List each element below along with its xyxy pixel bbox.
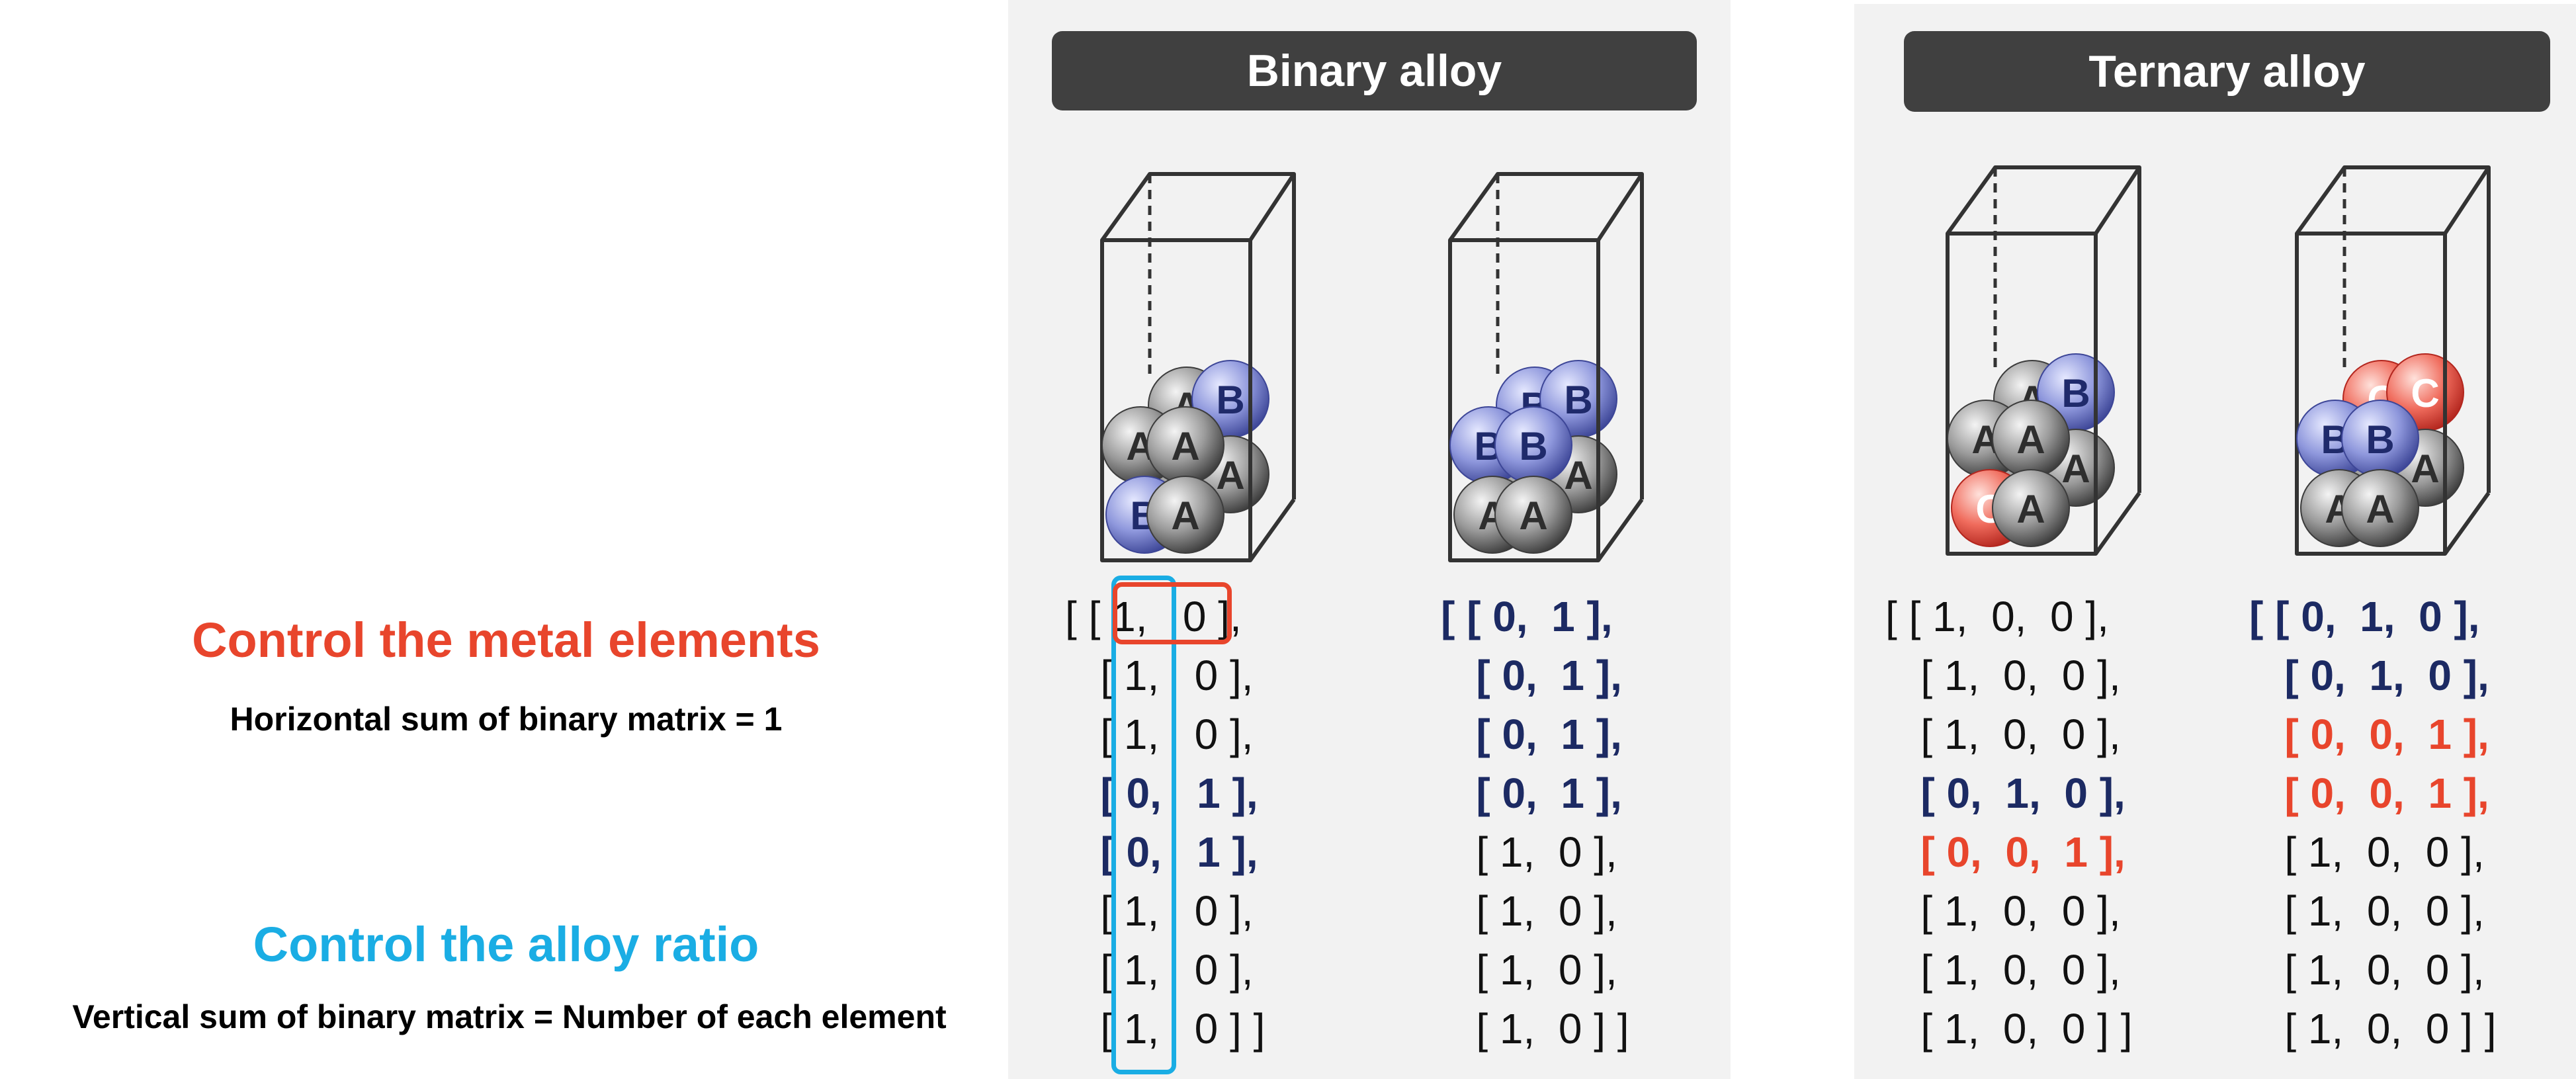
binary-matrix-1: [ [ 1, 0 ], [ 1, 0 ], [ 1, 0 ], [ 0, 1 ]… <box>1065 587 1265 1058</box>
atom-b: B <box>1494 406 1572 484</box>
matrix-row: [ 1, 0, 0 ], <box>1885 887 2121 935</box>
matrix-row: [ 0, 1 ], <box>1065 828 1258 876</box>
metal-elements-highlight-box <box>1113 582 1232 644</box>
alloy-ratio-highlight-box <box>1111 576 1176 1074</box>
atom-label: A <box>1519 494 1547 538</box>
metal-elements-subtitle: Horizontal sum of binary matrix = 1 <box>230 701 783 738</box>
binary-matrix-2: [ [ 0, 1 ], [ 0, 1 ], [ 0, 1 ], [ 0, 1 ]… <box>1441 587 1629 1058</box>
metal-elements-title: Control the metal elements <box>192 613 820 668</box>
matrix-row: [ 0, 1, 0 ], <box>1885 769 2125 817</box>
matrix-row: [ 1, 0, 0 ] ] <box>2249 1005 2497 1053</box>
atom-a: A <box>1494 476 1572 554</box>
atom-label: A <box>2016 417 2045 462</box>
atom-label: A <box>2366 487 2394 531</box>
ternary-cell-2: CCAABBAA <box>2295 165 2491 556</box>
matrix-row: [ [ 0, 1 ], <box>1441 593 1613 640</box>
atom-a: A <box>2341 469 2419 547</box>
matrix-row: [ 1, 0, 0 ], <box>1885 652 2121 699</box>
matrix-row: [ 1, 0 ] ] <box>1441 1005 1629 1053</box>
ternary-matrix-2: [ [ 0, 1, 0 ], [ 0, 1, 0 ], [ 0, 0, 1 ],… <box>2249 587 2497 1058</box>
matrix-row: [ 1, 0, 0 ], <box>1885 946 2121 994</box>
matrix-row: [ 1, 0, 0 ], <box>2249 887 2485 935</box>
matrix-row: [ 1, 0 ], <box>1441 828 1617 876</box>
atom-label: A <box>1171 494 1199 538</box>
matrix-row: [ 1, 0 ], <box>1065 946 1254 994</box>
atom-a: A <box>1992 400 2070 478</box>
atom-label: B <box>1564 378 1592 422</box>
atom-b: B <box>2341 400 2419 478</box>
atom-a: A <box>1992 469 2070 547</box>
matrix-row: [ 1, 0 ], <box>1065 887 1254 935</box>
atom-label: C <box>2411 371 2439 415</box>
atom-label: B <box>1216 378 1244 422</box>
matrix-row: [ 1, 0 ], <box>1441 887 1617 935</box>
matrix-row: [ 1, 0 ] ] <box>1065 1005 1266 1053</box>
matrix-row: [ 0, 0, 1 ], <box>2249 711 2489 758</box>
matrix-row: [ [ 1, 0, 0 ], <box>1885 593 2109 640</box>
matrix-row: [ 1, 0, 0 ], <box>2249 946 2485 994</box>
alloy-ratio-subtitle: Vertical sum of binary matrix = Number o… <box>72 998 947 1035</box>
matrix-row: [ 1, 0, 0 ], <box>2249 828 2485 876</box>
matrix-row: [ 1, 0 ], <box>1441 946 1617 994</box>
atom-label: A <box>2016 487 2045 531</box>
ternary-alloy-header: Ternary alloy <box>1904 31 2550 112</box>
matrix-row: [ 0, 1 ], <box>1441 652 1622 699</box>
atom-label: B <box>1519 424 1547 468</box>
atom-label: B <box>2061 371 2090 415</box>
matrix-row: [ 0, 1 ], <box>1065 769 1258 817</box>
alloy-ratio-title: Control the alloy ratio <box>253 917 759 972</box>
ternary-cell-1: ABAAAACA <box>1946 165 2141 556</box>
matrix-row: [ 1, 0, 0 ], <box>1885 711 2121 758</box>
binary-alloy-header: Binary alloy <box>1052 31 1697 110</box>
ternary-matrix-1: [ [ 1, 0, 0 ], [ 1, 0, 0 ], [ 1, 0, 0 ],… <box>1885 587 2133 1058</box>
matrix-row: [ 0, 1 ], <box>1441 769 1622 817</box>
atom-label: A <box>1171 424 1199 468</box>
atom-a: A <box>1146 406 1224 484</box>
binary-cell-1: ABAAAABA <box>1100 172 1296 562</box>
matrix-row: [ 0, 0, 1 ], <box>1885 828 2125 876</box>
matrix-row: [ 1, 0 ], <box>1065 711 1254 758</box>
matrix-row: [ [ 0, 1, 0 ], <box>2249 593 2480 640</box>
atom-label: B <box>2366 417 2394 462</box>
matrix-row: [ 1, 0 ], <box>1065 652 1254 699</box>
matrix-row: [ 1, 0, 0 ] ] <box>1885 1005 2133 1053</box>
matrix-row: [ 0, 1, 0 ], <box>2249 652 2489 699</box>
binary-cell-2: BBAABBAA <box>1448 172 1644 562</box>
matrix-row: [ 0, 1 ], <box>1441 711 1622 758</box>
matrix-row: [ 0, 0, 1 ], <box>2249 769 2489 817</box>
atom-a: A <box>1146 476 1224 554</box>
